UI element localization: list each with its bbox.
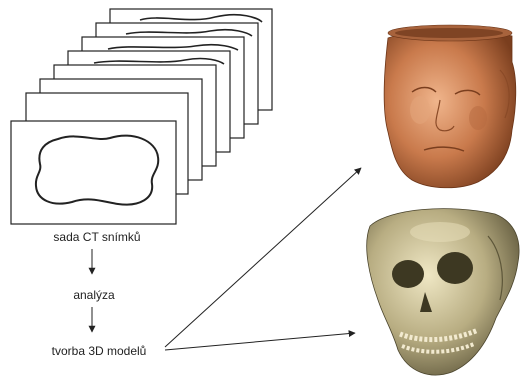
step-models: tvorba 3D modelů (52, 344, 147, 358)
arrow-to-bone-model (165, 333, 355, 350)
arrow-to-skin-model (165, 168, 361, 347)
skull-bone-render-icon (367, 209, 519, 375)
step-analysis: analýza (73, 288, 115, 302)
ct-slice-stack (11, 9, 272, 224)
head-skin-render-icon (384, 25, 516, 188)
stack-label: sada CT snímků (53, 230, 140, 244)
ct-slice-front (11, 121, 176, 224)
